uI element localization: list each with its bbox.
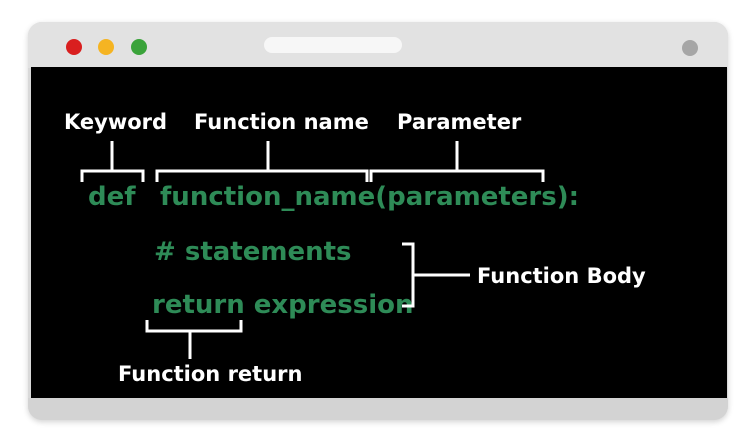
function-signature: function_name(parameters): — [160, 182, 579, 212]
window-titlebar — [28, 22, 728, 68]
window-bottom-bar — [28, 398, 728, 420]
statements-line: # statements — [154, 237, 352, 267]
code-screen — [31, 67, 727, 398]
address-bar[interactable] — [264, 37, 402, 53]
function-return-bracket — [145, 320, 243, 359]
return-line: return expression — [152, 290, 414, 320]
function-name-label: Function name — [194, 110, 369, 134]
parameter-label: Parameter — [397, 110, 522, 134]
terminal-window — [28, 22, 728, 420]
def-keyword: def — [88, 182, 136, 212]
minimize-dot-icon[interactable] — [98, 39, 114, 55]
maximize-dot-icon[interactable] — [131, 39, 147, 55]
function-body-bracket — [402, 242, 470, 308]
keyword-bracket — [80, 141, 145, 182]
close-dot-icon[interactable] — [66, 39, 82, 55]
function-return-label: Function return — [118, 362, 302, 386]
function-name-bracket — [155, 141, 369, 182]
circle-menu-icon[interactable] — [682, 40, 698, 56]
keyword-label: Keyword — [64, 110, 167, 134]
function-body-label: Function Body — [477, 264, 646, 288]
parameter-bracket — [369, 141, 545, 182]
